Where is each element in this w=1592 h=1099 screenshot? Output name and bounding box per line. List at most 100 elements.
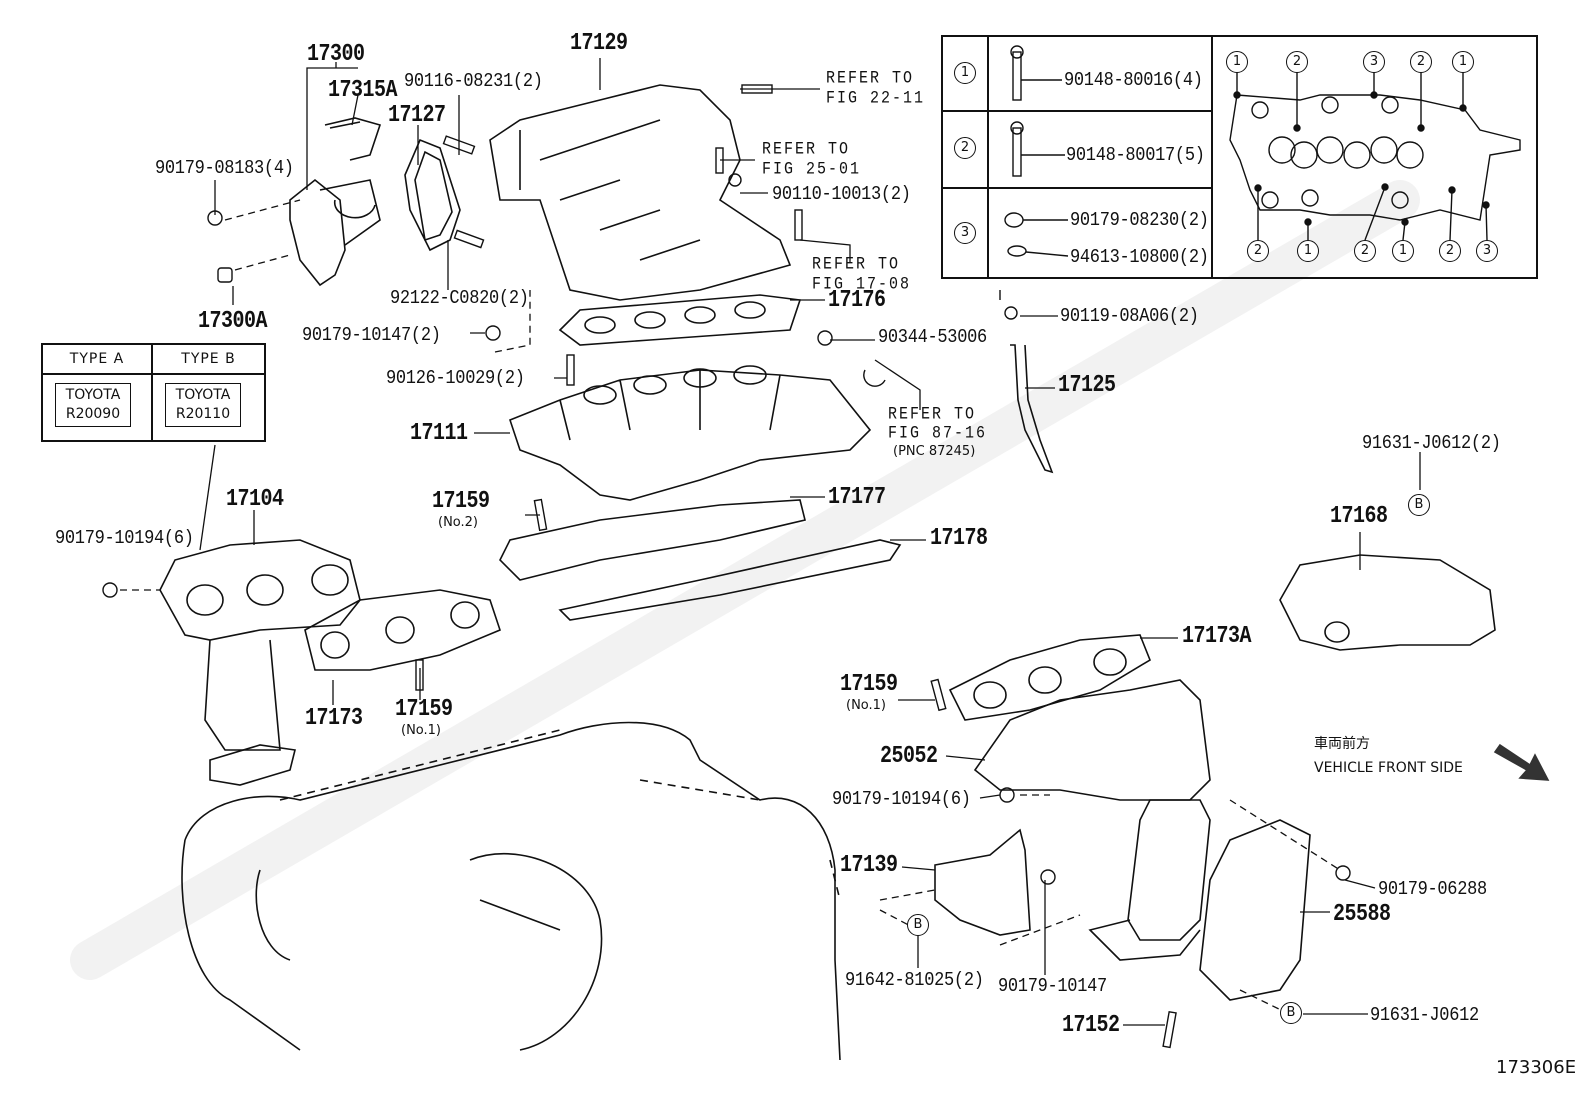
callout-17104[interactable]: 17104 <box>226 485 284 514</box>
gasket-marker: 1 <box>1226 51 1248 73</box>
gasket-marker: 2 <box>1439 240 1461 262</box>
ref-1-line2[interactable]: FIG 22-11 <box>826 88 926 109</box>
ref-1-line1: REFER TO <box>826 68 915 89</box>
diagram-id: 173306E <box>1496 1057 1577 1078</box>
stamp-type-b: TOYOTA R20110 <box>165 383 241 427</box>
callout-90119-08A06[interactable]: 90119-08A06(2) <box>1060 305 1199 328</box>
callout-91631-J0612[interactable]: 91631-J0612 <box>1370 1004 1479 1027</box>
direction-en: VEHICLE FRONT SIDE <box>1314 760 1463 776</box>
bracket-17139 <box>934 828 1031 936</box>
gasket-marker: 2 <box>1247 240 1269 262</box>
throttle-body <box>289 178 381 287</box>
callout-90179-10194-right[interactable]: 90179-10194(6) <box>832 788 971 811</box>
callout-17300[interactable]: 17300 <box>307 40 365 69</box>
heat-insulator-25588 <box>1199 819 1311 1001</box>
callout-17159-no1-right-sub: (No.1) <box>846 698 886 713</box>
ref-2-line1: REFER TO <box>762 139 851 160</box>
callout-17159-no1-right[interactable]: 17159 <box>840 670 898 699</box>
gasket-marker: 1 <box>1452 51 1474 73</box>
ref-2-line2[interactable]: FIG 25-01 <box>762 159 862 180</box>
stamp-b-line1: TOYOTA <box>175 387 231 403</box>
catalytic-converter <box>1088 799 1211 961</box>
engine-outline <box>181 721 841 1061</box>
dashed-lines <box>120 199 1341 1013</box>
callout-25588[interactable]: 25588 <box>1333 900 1391 929</box>
gasket-17173A <box>948 634 1151 721</box>
callout-90179-10194-left[interactable]: 90179-10194(6) <box>55 527 194 550</box>
callout-17159-no2[interactable]: 17159 <box>432 487 490 516</box>
ref-4-line1: REFER TO <box>888 404 977 425</box>
ref-3-line1: REFER TO <box>812 254 901 275</box>
exhaust-flange <box>209 744 296 786</box>
callout-90110-10013[interactable]: 90110-10013(2) <box>772 183 911 206</box>
callout-17173[interactable]: 17173 <box>305 704 363 733</box>
gasket-bolt-map <box>1229 72 1521 241</box>
callout-90179-10147-2[interactable]: 90179-10147(2) <box>302 324 441 347</box>
vehicle-front-arrow <box>1493 743 1550 781</box>
bolt-key-1: 1 <box>954 62 976 84</box>
callout-17111[interactable]: 17111 <box>410 419 468 448</box>
callout-17315A[interactable]: 17315A <box>328 76 398 105</box>
callout-17125[interactable]: 17125 <box>1058 371 1116 400</box>
gasket-marker: 2 <box>1286 51 1308 73</box>
lower-intake-manifold <box>509 369 872 501</box>
stamp-b-line2: R20110 <box>175 406 231 422</box>
callout-17129[interactable]: 17129 <box>570 29 628 58</box>
gasket-17178 <box>558 539 902 621</box>
callout-17159-no1-left-sub: (No.1) <box>401 723 441 738</box>
throttle-cover-17315A <box>324 117 382 161</box>
callout-92122-C0820[interactable]: 92122-C0820(2) <box>390 287 529 310</box>
fasteners <box>102 84 1351 1049</box>
gasket-17177 <box>499 499 806 581</box>
washer-part-94613-10800: 94613-10800(2) <box>1070 246 1209 269</box>
callout-17139[interactable]: 17139 <box>840 851 898 880</box>
callout-17173A[interactable]: 17173A <box>1182 622 1252 651</box>
stamp-a-line2: R20090 <box>65 406 121 422</box>
exhaust-manifold-25052 <box>973 679 1211 801</box>
callout-17177[interactable]: 17177 <box>828 483 886 512</box>
stamp-type-a: TOYOTA R20090 <box>55 383 131 427</box>
type-divider <box>151 345 153 440</box>
bolt-key-3: 3 <box>954 222 976 244</box>
ref-4-line2[interactable]: FIG 87-16 <box>888 423 988 444</box>
type-b-header: TYPE B <box>153 345 264 375</box>
callout-25052[interactable]: 25052 <box>880 742 938 771</box>
bolt-table-icons <box>1004 45 1069 257</box>
callout-90179-06288[interactable]: 90179-06288 <box>1378 878 1487 901</box>
intake-plenum <box>489 84 792 301</box>
bolt-part-90148-80017: 90148-80017(5) <box>1066 144 1205 167</box>
gasket-17176 <box>558 294 802 346</box>
type-a-header: TYPE A <box>43 345 153 375</box>
callout-90344-53006[interactable]: 90344-53006 <box>878 326 987 349</box>
type-table: TYPE A TYPE B TOYOTA R20090 TOYOTA R20110 <box>41 343 266 442</box>
callout-90179-10147[interactable]: 90179-10147 <box>998 975 1107 998</box>
engine-dash <box>279 729 841 901</box>
gasket-17127 <box>404 138 461 252</box>
callout-90116-08231[interactable]: 90116-08231(2) <box>404 70 543 93</box>
callout-17127[interactable]: 17127 <box>388 101 446 130</box>
callout-91642-81025[interactable]: 91642-81025(2) <box>845 969 984 992</box>
ref-4-pnc: (PNC 87245) <box>893 444 976 459</box>
callout-17152[interactable]: 17152 <box>1062 1011 1120 1040</box>
stamp-a-line1: TOYOTA <box>65 387 121 403</box>
callout-90179-08183[interactable]: 90179-08183(4) <box>155 157 294 180</box>
callout-17176[interactable]: 17176 <box>828 286 886 315</box>
ref-3-line2[interactable]: FIG 17-08 <box>812 274 912 295</box>
gasket-marker: 3 <box>1476 240 1498 262</box>
callout-17159-no1-left[interactable]: 17159 <box>395 695 453 724</box>
watermark-graphic <box>70 180 1420 980</box>
marker-b-bottom: B <box>1280 1002 1302 1024</box>
marker-b-top: B <box>1408 494 1430 516</box>
callout-90126-10029[interactable]: 90126-10029(2) <box>386 367 525 390</box>
gasket-marker: 3 <box>1363 51 1385 73</box>
direction-jp: 車両前方 <box>1314 736 1370 752</box>
bolt-part-90148-80016: 90148-80016(4) <box>1064 69 1203 92</box>
callout-17168[interactable]: 17168 <box>1330 502 1388 531</box>
marker-b-left: B <box>907 914 929 936</box>
callout-91631-J0612-2[interactable]: 91631-J0612(2) <box>1362 432 1501 455</box>
callout-17300A[interactable]: 17300A <box>198 307 268 336</box>
callout-17159-no2-sub: (No.2) <box>438 515 478 530</box>
gasket-marker: 2 <box>1354 240 1376 262</box>
callout-17178[interactable]: 17178 <box>930 524 988 553</box>
